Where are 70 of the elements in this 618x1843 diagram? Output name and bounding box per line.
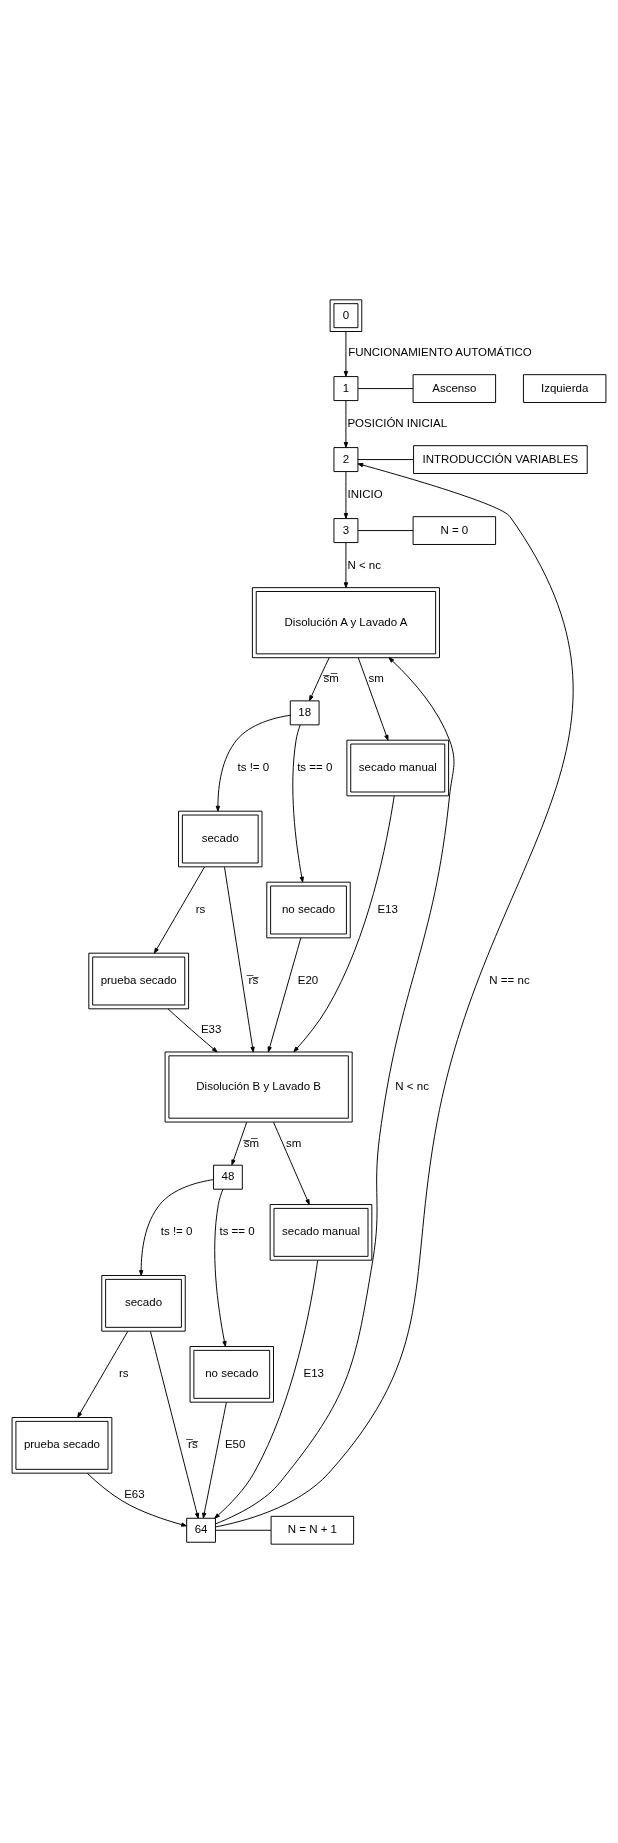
arrow bbox=[149, 1330, 200, 1519]
edge-label: ts == 0 bbox=[219, 1224, 255, 1237]
connector bbox=[215, 1529, 272, 1531]
node-box: secado manual bbox=[269, 1203, 373, 1261]
node-box: 3 bbox=[333, 517, 359, 543]
edge-label: INICIO bbox=[347, 487, 383, 500]
edge-label: POSICIÓN INICIAL bbox=[347, 416, 448, 429]
edge-label: r̅s̅ bbox=[248, 973, 259, 986]
arrow bbox=[267, 936, 302, 1052]
arrow bbox=[77, 1330, 129, 1418]
edge-label: E50 bbox=[224, 1437, 246, 1450]
arrow bbox=[343, 470, 349, 519]
arrow bbox=[86, 1472, 187, 1527]
arrow bbox=[273, 1121, 310, 1205]
node-box: Izquierda bbox=[522, 373, 607, 403]
node-box: secado bbox=[101, 1274, 186, 1332]
arrow bbox=[343, 399, 349, 448]
arrow bbox=[309, 656, 330, 701]
node-box: 48 bbox=[213, 1164, 243, 1190]
connector bbox=[357, 529, 414, 531]
edge-label: ts != 0 bbox=[237, 760, 270, 773]
connector bbox=[357, 458, 414, 460]
edge-label: N < nc bbox=[395, 1079, 429, 1092]
edge-label: s̅m̅ bbox=[323, 671, 339, 684]
arrow bbox=[231, 1121, 248, 1165]
node-box: 64 bbox=[186, 1517, 216, 1543]
edge-label: N == nc bbox=[489, 973, 530, 986]
arrow bbox=[343, 541, 349, 588]
edge-label: N < nc bbox=[347, 558, 381, 571]
node-box: 1 bbox=[333, 375, 359, 401]
node-box: Ascenso bbox=[412, 373, 497, 403]
edge-label: sm bbox=[285, 1136, 302, 1149]
node-box: 2 bbox=[333, 446, 359, 472]
edge-label: E20 bbox=[297, 973, 319, 986]
edge-label: ts == 0 bbox=[297, 760, 333, 773]
node-box: N = N + 1 bbox=[270, 1515, 355, 1545]
arrow bbox=[214, 1259, 319, 1519]
node-box: INTRODUCCIÓN VARIABLES bbox=[413, 444, 588, 474]
connector bbox=[357, 387, 414, 389]
edge-label: rs bbox=[195, 902, 206, 915]
edge-label: E13 bbox=[303, 1366, 325, 1379]
arrow bbox=[357, 657, 389, 741]
arrow bbox=[215, 714, 291, 812]
edge-label: ts != 0 bbox=[160, 1224, 193, 1237]
edge-label: E33 bbox=[200, 1022, 222, 1035]
edge-label: sm bbox=[368, 671, 384, 684]
node-box: 0 bbox=[329, 298, 363, 332]
arrow bbox=[343, 330, 349, 377]
node-box: secado manual bbox=[346, 739, 450, 796]
arrow bbox=[202, 1401, 227, 1518]
node-box: prueba secado bbox=[88, 952, 190, 1009]
node-box: no secado bbox=[266, 881, 351, 938]
arrow bbox=[214, 1188, 227, 1347]
edge-label: FUNCIONAMIENTO AUTOMÁTICO bbox=[348, 345, 532, 358]
arrow bbox=[292, 723, 304, 882]
arrow bbox=[293, 794, 395, 1052]
arrow bbox=[139, 1178, 214, 1276]
node-box: prueba secado bbox=[11, 1416, 113, 1474]
arrow bbox=[167, 1007, 218, 1052]
node-box: N = 0 bbox=[412, 515, 497, 545]
edge-label: E63 bbox=[124, 1487, 145, 1500]
node-box: 18 bbox=[289, 699, 320, 725]
arrow bbox=[215, 462, 573, 1527]
edge-label: rs bbox=[119, 1366, 129, 1379]
edge-label: E13 bbox=[377, 902, 398, 915]
edge-label: r̅s̅ bbox=[188, 1437, 198, 1450]
arrow bbox=[153, 866, 205, 954]
edge-label: s̅m̅ bbox=[243, 1136, 260, 1149]
arrow bbox=[224, 866, 255, 1052]
arrow bbox=[215, 656, 455, 1524]
